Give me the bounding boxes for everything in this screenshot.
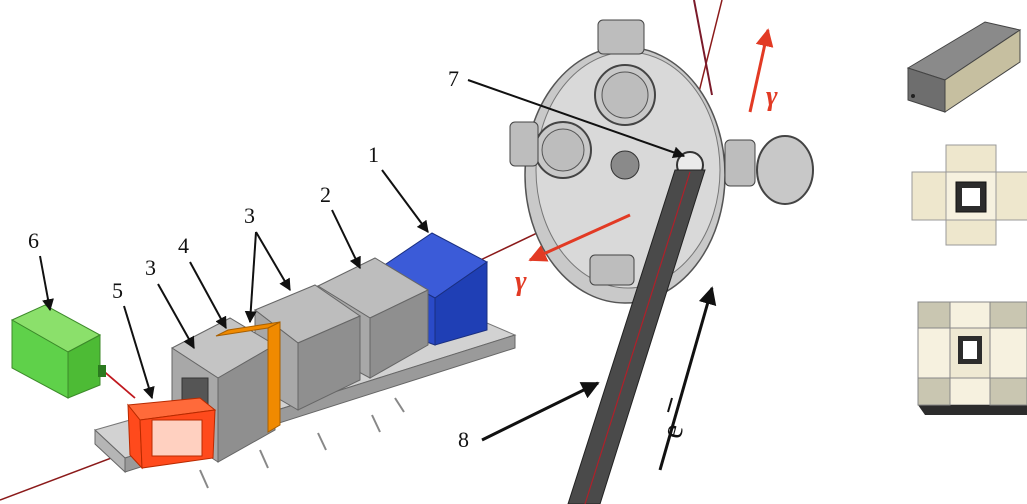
gamma-label-up: γ xyxy=(766,81,778,112)
callout-4: 4 xyxy=(178,233,189,258)
red-frame xyxy=(127,397,217,470)
electron-direction-arrow xyxy=(658,286,717,471)
detail-cross-section-small xyxy=(911,144,1027,246)
callouts: 1 2 3 4 3 5 6 7 8 xyxy=(28,66,686,452)
detail-cross-section-large xyxy=(917,301,1027,415)
beam-pipe xyxy=(567,169,706,504)
callout-3-left: 3 xyxy=(145,255,156,280)
callout-7: 7 xyxy=(448,66,459,91)
gamma-arrow-left xyxy=(528,213,631,262)
callout-6: 6 xyxy=(28,228,39,253)
callout-2: 2 xyxy=(320,182,331,207)
gamma-label-left: γ xyxy=(515,266,527,297)
callout-8: 8 xyxy=(458,427,469,452)
gamma-arrow-up xyxy=(748,28,774,113)
green-camera xyxy=(10,304,106,399)
callout-3-right: 3 xyxy=(244,203,255,228)
callout-5: 5 xyxy=(112,278,123,303)
detail-crystal-segment xyxy=(906,21,1022,113)
orange-band xyxy=(267,321,281,433)
callout-1: 1 xyxy=(368,142,379,167)
